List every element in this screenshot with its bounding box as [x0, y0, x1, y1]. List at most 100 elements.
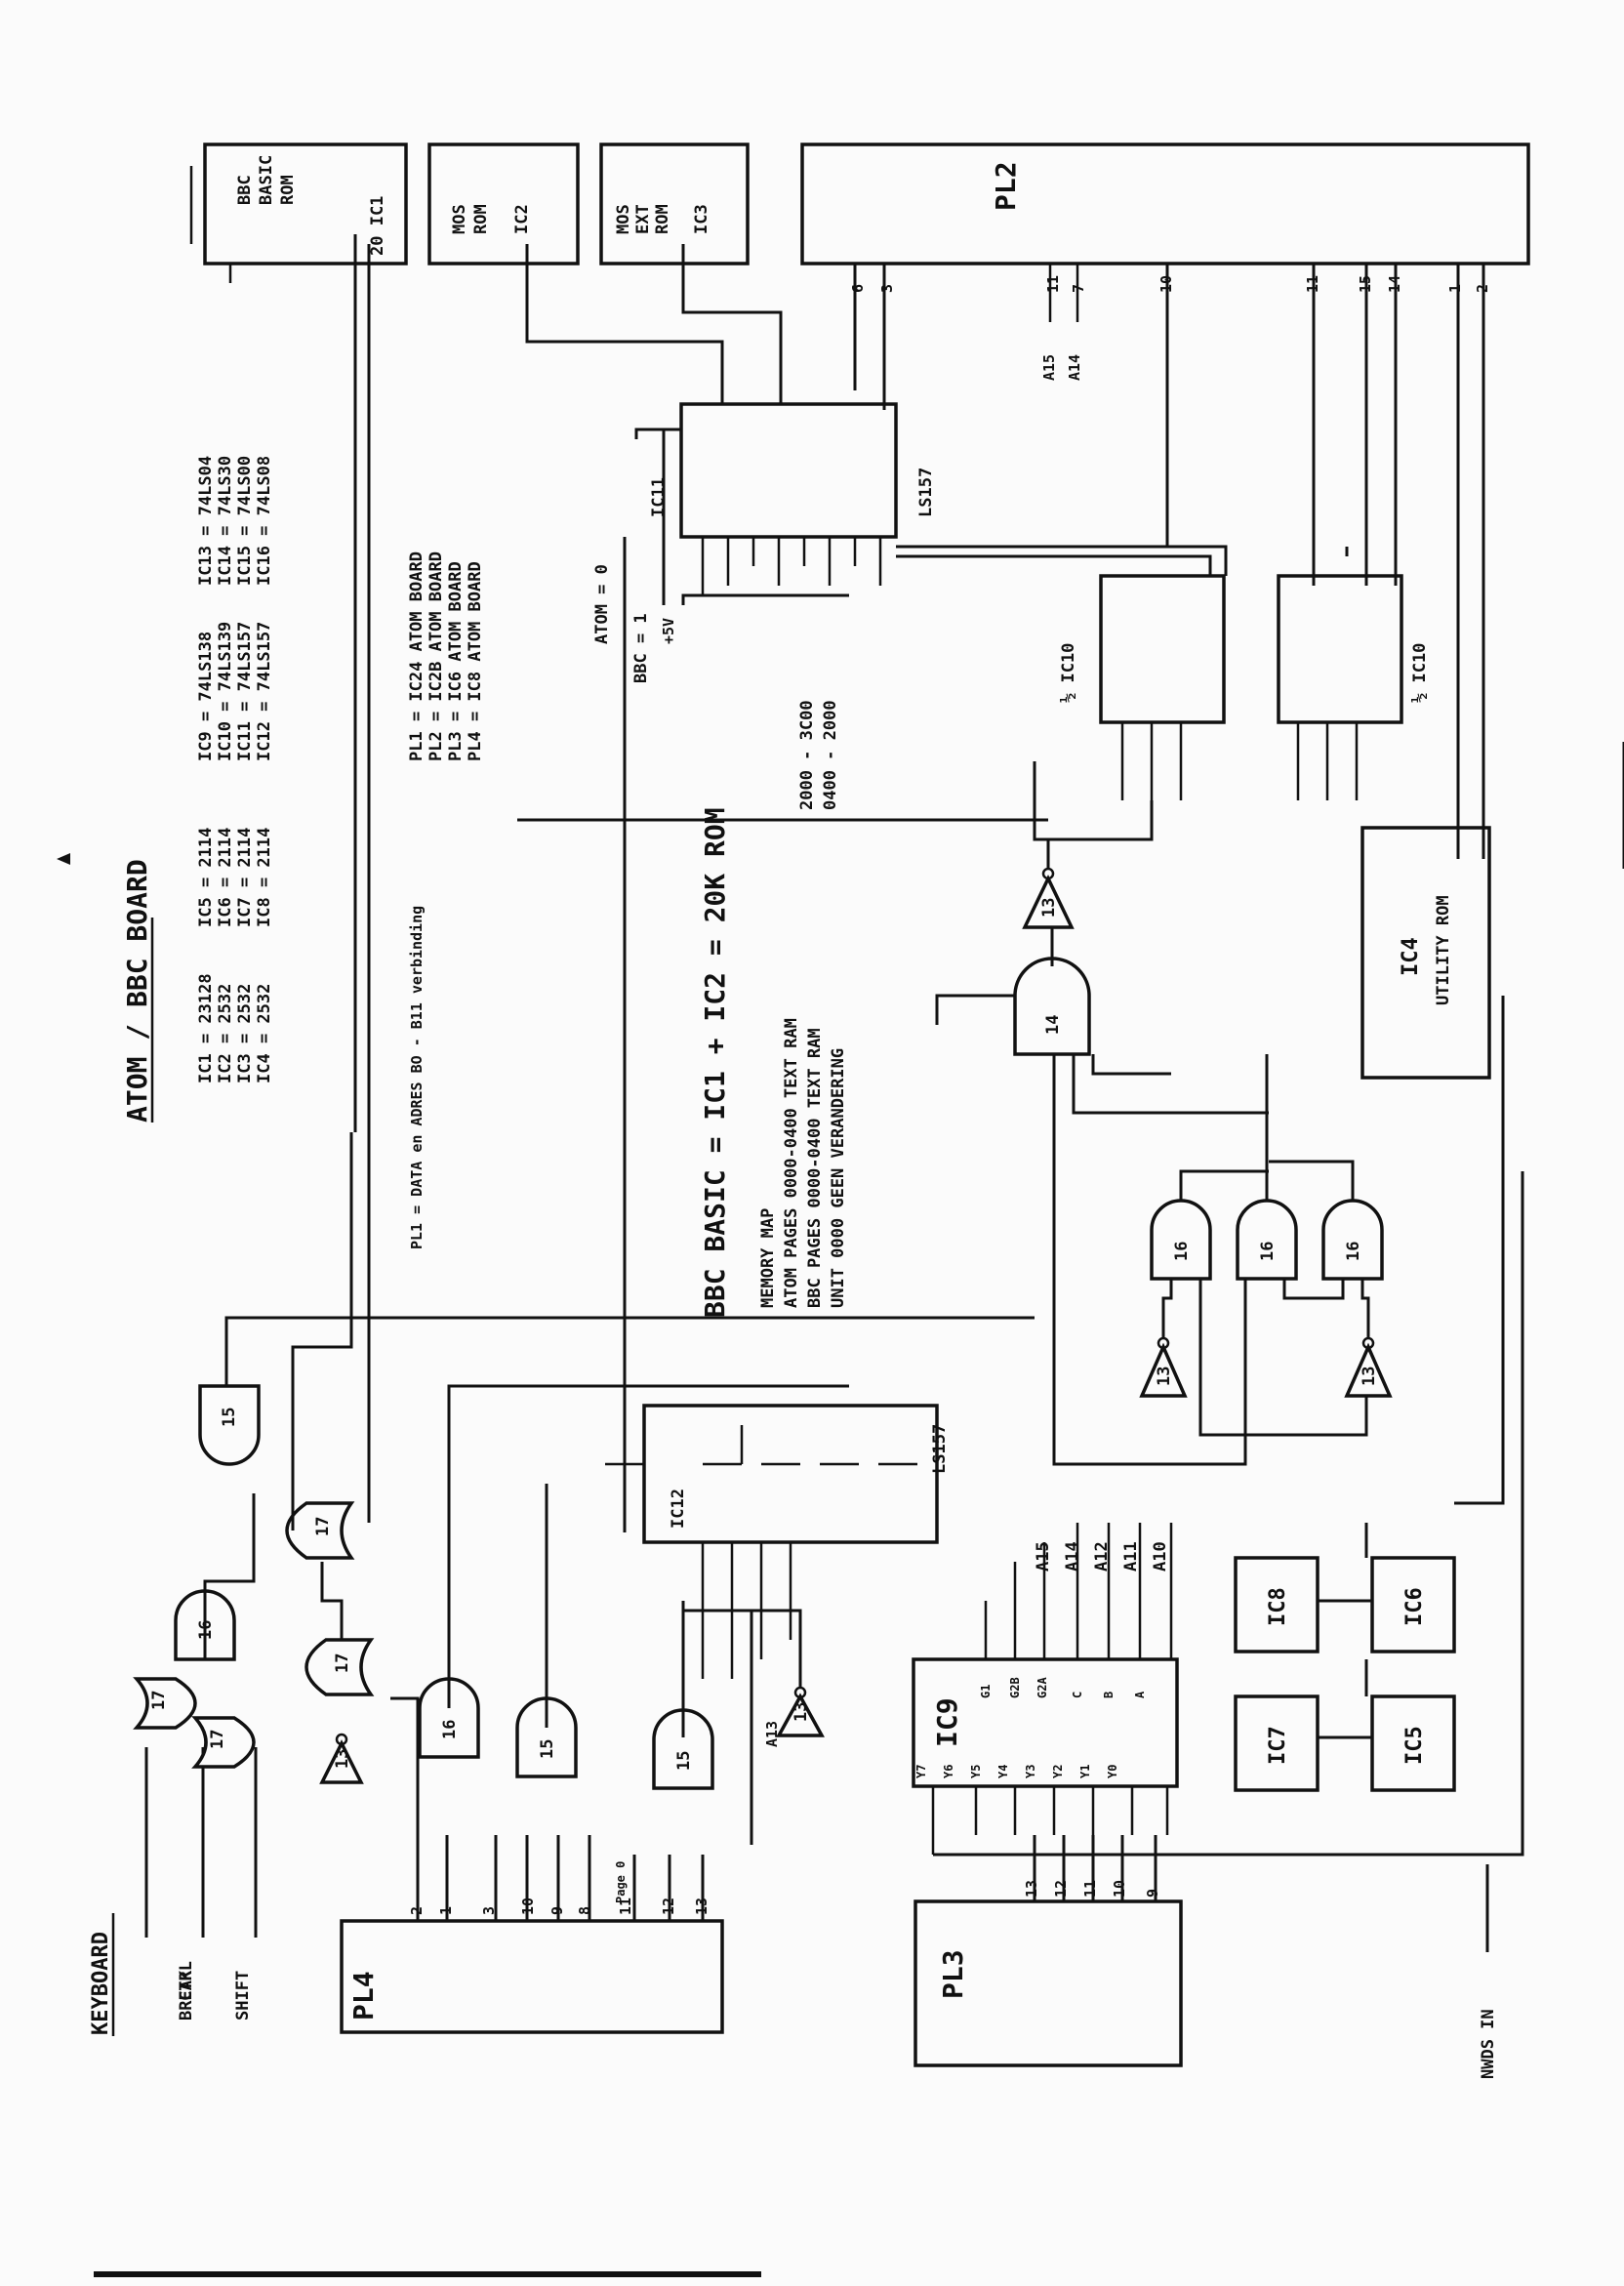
- ic9-decoder: IC9 G1 G2B G2A C B A Y7 Y6 Y5 Y4 Y3 Y2 Y…: [912, 1523, 1179, 1855]
- nwds-label: NWDS IN: [1479, 2009, 1498, 2079]
- ic-assign-4: IC4 = 2532: [255, 984, 274, 1083]
- memory-map: MEMORY MAP ATOM PAGES 0000-0400 TEXT RAM…: [758, 700, 848, 1308]
- atom-select: ATOM = 0: [592, 564, 612, 644]
- svg-text:16: 16: [440, 1720, 460, 1739]
- gate-17-b: 17: [191, 1716, 256, 1769]
- svg-text:Y6: Y6: [942, 1765, 955, 1778]
- svg-text:Y0: Y0: [1106, 1765, 1119, 1778]
- ic-assign-8: IC8 = 2114: [255, 828, 274, 927]
- svg-text:G1: G1: [979, 1685, 993, 1698]
- svg-text:17: 17: [333, 1653, 352, 1673]
- svg-text:15: 15: [220, 1408, 239, 1427]
- gate-17-d: 17: [304, 1638, 375, 1696]
- svg-text:ROM: ROM: [278, 175, 298, 205]
- svg-text:A: A: [1133, 1691, 1147, 1698]
- gate-16-d: 16: [1236, 1199, 1298, 1281]
- gate-17-a: 17: [133, 1677, 197, 1730]
- pl4-connector: PL4 2 1 3 10 9 8 11 12 13: [340, 1747, 724, 2034]
- svg-text:A11: A11: [1121, 1541, 1141, 1572]
- ic10-half-b: ½ IC10: [1277, 574, 1430, 800]
- svg-text:G2B: G2B: [1008, 1677, 1022, 1698]
- svg-text:17: 17: [313, 1517, 333, 1536]
- ic7-ram: IC7: [1234, 1694, 1320, 1792]
- svg-text:Y2: Y2: [1051, 1765, 1065, 1778]
- svg-text:15: 15: [538, 1739, 557, 1759]
- ic11-type: LS157: [916, 468, 936, 517]
- memory-range-2: 0400 - 2000: [821, 700, 840, 810]
- svg-text:IC5: IC5: [1402, 1726, 1427, 1765]
- svg-text:UTILITY ROM: UTILITY ROM: [1434, 895, 1453, 1005]
- svg-text:B: B: [1102, 1692, 1116, 1698]
- memory-map-row-1: ATOM PAGES 0000-0400 TEXT RAM: [782, 1018, 801, 1308]
- memory-map-row-2: BBC PAGES 0000-0400 TEXT RAM: [805, 1028, 825, 1308]
- pl-map-2: PL2 = IC2B ATOM BOARD: [426, 551, 446, 761]
- pl1-note: PL1 = DATA en ADRES BO - B11 verbinding: [408, 906, 426, 1249]
- pl2-label: PL2: [990, 161, 1022, 211]
- ic-assign-2: IC2 = 2532: [216, 984, 235, 1083]
- pl4-pin-8: 8: [576, 1906, 593, 1915]
- ic5-ram: IC5: [1370, 1694, 1456, 1792]
- svg-text:11: 11: [1081, 1880, 1099, 1898]
- gate-13-c: 13: [1022, 867, 1075, 929]
- svg-text:13: 13: [1155, 1367, 1174, 1386]
- memory-range-1: 2000 - 3C00: [797, 700, 817, 810]
- svg-text:A12: A12: [1092, 1541, 1112, 1572]
- svg-text:13: 13: [792, 1702, 811, 1722]
- ic-assign-15: IC15 = 74LS00: [235, 456, 255, 586]
- memory-map-heading: MEMORY MAP: [758, 1208, 778, 1308]
- scan-mark: [57, 853, 70, 865]
- gate-13-d: 13: [1139, 1336, 1188, 1398]
- pl-map-1: PL1 = IC24 ATOM BOARD: [407, 551, 426, 761]
- pl3-label: PL3: [937, 1949, 969, 1999]
- bbc-basic-note: BBC BASIC = IC1 + IC2 = 20K ROM: [699, 807, 731, 1318]
- ic-assign-11: IC11 = 74LS157: [235, 622, 255, 761]
- svg-text:IC4: IC4: [1399, 937, 1423, 976]
- gate-13-b: 13: [776, 1686, 825, 1737]
- ic11-ls157: IC11 LS157: [525, 244, 936, 595]
- pl4-pin-11: 11: [617, 1898, 634, 1915]
- plus5v: +5V: [660, 618, 677, 644]
- svg-text:12: 12: [1052, 1880, 1070, 1898]
- svg-text:Y7: Y7: [914, 1765, 928, 1778]
- ic12-ls157: IC12 LS157: [605, 1404, 950, 1679]
- svg-text:11: 11: [1044, 275, 1062, 293]
- a15-a14-arrows: A15 A14: [1040, 264, 1083, 381]
- svg-text:Y4: Y4: [996, 1765, 1010, 1778]
- ic11-label: IC11: [649, 477, 669, 517]
- svg-text:MOS: MOS: [450, 204, 469, 234]
- svg-text:13: 13: [1023, 1880, 1040, 1898]
- gate-15-c: 15: [652, 1708, 714, 1790]
- svg-text:6: 6: [849, 284, 867, 293]
- keyboard-section: KEYBOARD CTRL BREAK SHIFT: [89, 1747, 258, 2036]
- page0-label: Page 0: [614, 1861, 628, 1903]
- gate-16-b: 16: [418, 1677, 480, 1759]
- pl2-connector: PL2 6 3 11 7 10 11 15 14 1 2: [800, 143, 1530, 859]
- ic-assign-10: IC10 = 74LS139: [216, 622, 235, 761]
- svg-text:15: 15: [674, 1751, 694, 1771]
- ic1-bbc-basic-rom: BBC BASIC ROM 20 IC1: [189, 143, 408, 283]
- memory-map-row-3: UNIT 0000 GEEN VERANDERING: [829, 1048, 848, 1308]
- ic2-mos-rom: MOS ROM IC2: [427, 143, 580, 265]
- svg-text:EXT: EXT: [633, 204, 653, 234]
- svg-text:BBC: BBC: [235, 175, 255, 205]
- pl4-pin-3: 3: [480, 1906, 498, 1915]
- ic-assign-16: IC16 = 74LS08: [255, 456, 274, 586]
- svg-text:MOS: MOS: [614, 204, 633, 234]
- gate-15-a: 15: [198, 1384, 261, 1466]
- gate-13-a: 13: [319, 1733, 364, 1784]
- ic6-ram: IC6: [1370, 1556, 1456, 1653]
- svg-text:IC8: IC8: [1266, 1587, 1290, 1626]
- svg-text:9: 9: [1144, 1889, 1161, 1898]
- ic-assign-1: IC1 = 23128: [196, 973, 216, 1083]
- svg-text:C: C: [1071, 1692, 1084, 1698]
- ic-assign-5: IC5 = 2114: [196, 828, 216, 927]
- svg-text:½ IC10: ½ IC10: [1059, 643, 1078, 703]
- nwds-in: NWDS IN: [1479, 1864, 1498, 2079]
- gate-15-b: 15: [515, 1696, 578, 1778]
- diagram-title: ATOM / BBC BOARD: [121, 859, 153, 1123]
- ic9-label: IC9: [931, 1697, 963, 1747]
- svg-text:3: 3: [878, 284, 896, 293]
- svg-text:IC7: IC7: [1266, 1726, 1290, 1765]
- svg-text:IC6: IC6: [1402, 1587, 1427, 1626]
- a13-label: A13: [763, 1721, 781, 1747]
